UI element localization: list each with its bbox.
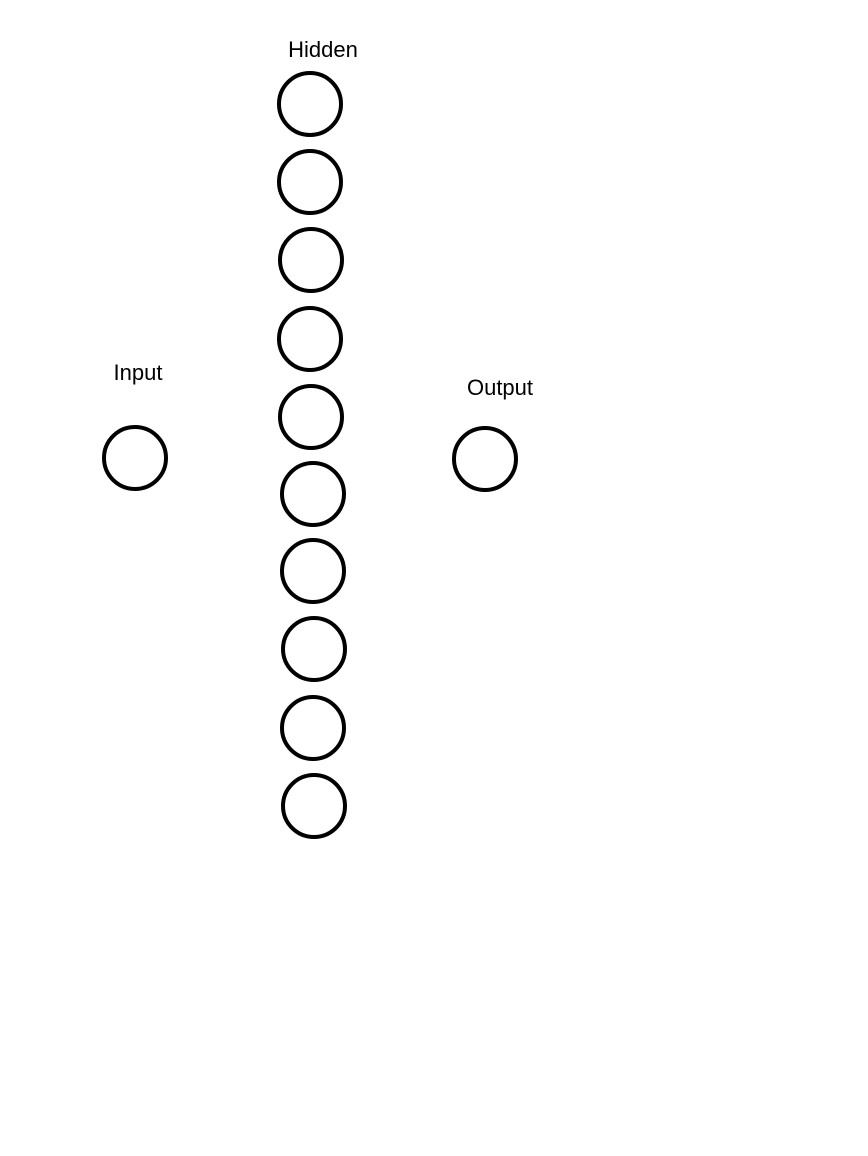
input-neuron	[102, 425, 168, 491]
neurons-input	[102, 425, 168, 491]
hidden-neuron	[281, 616, 347, 682]
layer-hidden: Hidden	[277, 37, 358, 839]
neurons-hidden	[277, 71, 347, 839]
output-neuron	[452, 426, 518, 492]
hidden-neuron	[280, 461, 346, 527]
neurons-output	[452, 426, 518, 492]
layer-output: Output	[452, 375, 533, 492]
layer-label-hidden: Hidden	[288, 37, 358, 62]
layer-input: Input	[102, 360, 168, 491]
layer-label-output: Output	[467, 375, 533, 400]
hidden-neuron	[278, 227, 344, 293]
hidden-neuron	[281, 773, 347, 839]
layer-label-input: Input	[114, 360, 163, 385]
hidden-neuron	[280, 695, 346, 761]
hidden-neuron	[277, 71, 343, 137]
hidden-neuron	[280, 538, 346, 604]
hidden-neuron	[277, 306, 343, 372]
hidden-neuron	[277, 149, 343, 215]
hidden-neuron	[278, 384, 344, 450]
